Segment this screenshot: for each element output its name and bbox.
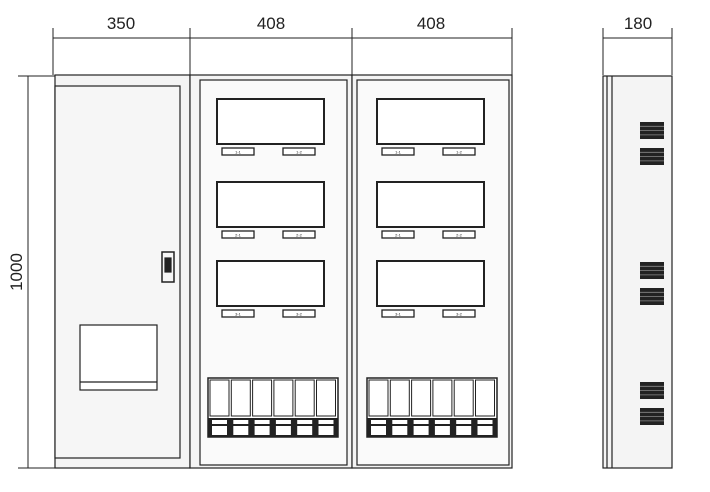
top-dimension xyxy=(18,28,673,469)
left-cabinet xyxy=(54,74,191,469)
meter-tag xyxy=(221,230,255,239)
circuit-breaker xyxy=(230,379,251,417)
meter-tag-label: 1-1 xyxy=(235,150,242,155)
meter-tag-label: 3-1 xyxy=(235,312,242,317)
dim-height: 1000 xyxy=(7,253,26,291)
meter-display xyxy=(216,181,325,228)
circuit-breaker xyxy=(411,379,432,417)
meter-tag xyxy=(282,309,316,318)
meter-tag-label: 2-2 xyxy=(296,233,303,238)
meter-tag-label: 2-2 xyxy=(456,233,463,238)
meter-tag xyxy=(282,230,316,239)
meter-tag-label: 2-1 xyxy=(395,233,402,238)
meter-display xyxy=(216,260,325,307)
meter-display xyxy=(376,260,485,307)
meter-tag xyxy=(221,147,255,156)
circuit-breaker xyxy=(252,379,273,417)
meter-display xyxy=(216,98,325,145)
meter-tag-label: 1-2 xyxy=(296,150,303,155)
meter-display xyxy=(376,181,485,228)
meter-tag xyxy=(282,147,316,156)
meter-tag xyxy=(381,309,415,318)
meter-tag xyxy=(381,230,415,239)
circuit-breaker xyxy=(316,379,336,417)
circuit-breaker xyxy=(432,379,453,417)
meter-tag xyxy=(381,147,415,156)
dim-right-width: 408 xyxy=(417,14,445,33)
meter-tag-label: 3-1 xyxy=(395,312,402,317)
door-handle xyxy=(161,251,175,283)
meter-tag xyxy=(442,309,476,318)
circuit-breaker xyxy=(368,379,389,417)
meter-tag-label: 2-1 xyxy=(235,233,242,238)
circuit-breaker xyxy=(475,379,495,417)
circuit-breaker xyxy=(273,379,294,417)
circuit-breaker xyxy=(294,379,315,417)
meter-tag xyxy=(442,230,476,239)
circuit-breaker xyxy=(453,379,474,417)
meter-tag-label: 1-2 xyxy=(456,150,463,155)
circuit-breaker xyxy=(389,379,410,417)
dim-middle-width: 408 xyxy=(257,14,285,33)
meter-tag-label: 3-2 xyxy=(296,312,303,317)
meter-tag xyxy=(442,147,476,156)
meter-tag-label: 1-1 xyxy=(395,150,402,155)
viewing-window xyxy=(79,324,158,391)
meter-tag xyxy=(221,309,255,318)
meter-tag-label: 3-2 xyxy=(456,312,463,317)
meter-display xyxy=(376,98,485,145)
dim-left-width: 350 xyxy=(107,14,135,33)
circuit-breaker xyxy=(209,379,230,417)
dim-depth: 180 xyxy=(624,14,652,33)
